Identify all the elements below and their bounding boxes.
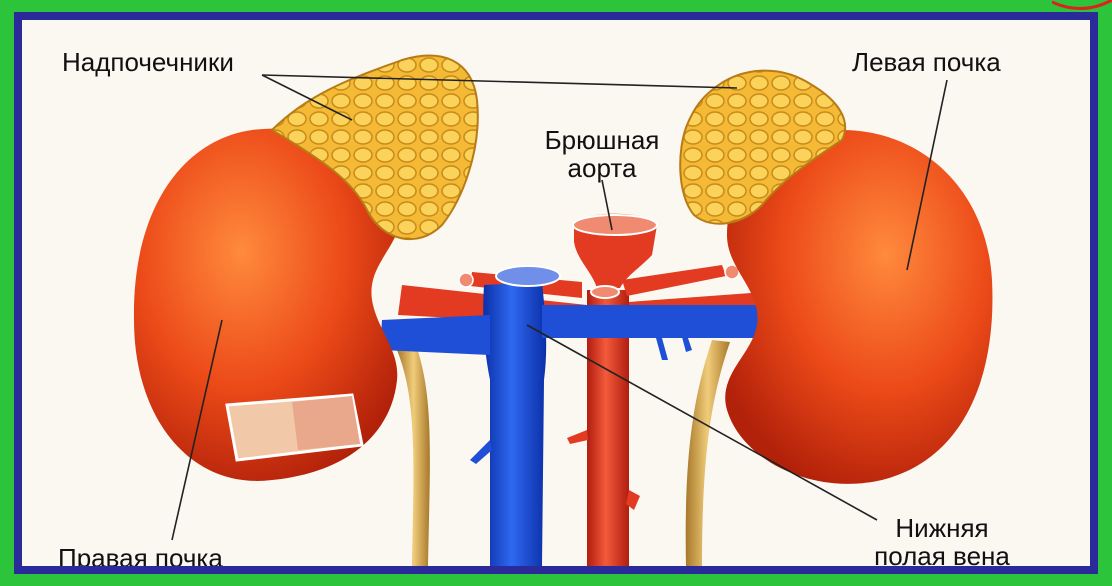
label-abdominal-aorta: Брюшная аорта <box>502 126 702 182</box>
label-adrenal-glands: Надпочечники <box>62 48 234 76</box>
right-renal-vein <box>380 315 490 355</box>
vena-cava-trunk <box>483 282 546 566</box>
label-vena-line1: Нижняя <box>832 514 1052 542</box>
right-ureter <box>397 348 430 566</box>
label-left-kidney: Левая почка <box>852 48 1001 76</box>
label-aorta-line1: Брюшная <box>502 126 702 154</box>
corner-red-swoosh <box>1052 0 1112 14</box>
diagram-panel: Надпочечники Левая почка Брюшная аорта П… <box>14 12 1098 574</box>
vena-cava-top <box>496 266 560 286</box>
left-ureter <box>686 340 730 566</box>
label-vena-line2: полая вена <box>832 542 1052 570</box>
label-aorta-line2: аорта <box>502 154 702 182</box>
kidney-anatomy-illustration <box>22 20 1090 566</box>
label-inferior-vena-cava: Нижняя полая вена <box>832 514 1052 570</box>
label-right-kidney: Правая почка <box>58 544 223 572</box>
